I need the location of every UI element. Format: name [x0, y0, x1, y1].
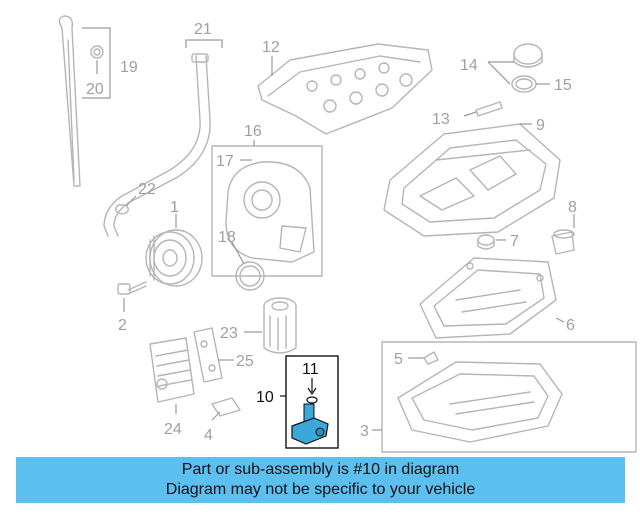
callout-17: 17 — [216, 153, 234, 170]
banner-line-disclaimer: Diagram may not be specific to your vehi… — [165, 481, 476, 498]
callout-12: 12 — [262, 39, 280, 56]
oil-level-sensor-part — [291, 403, 329, 445]
callout-1: 1 — [170, 199, 179, 216]
callout-21: 21 — [194, 21, 212, 38]
banner-line-part-number: Part or sub-assembly is #10 in diagram — [181, 461, 460, 478]
plug-part — [477, 234, 495, 250]
callout-22: 22 — [138, 181, 156, 198]
callout-6: 6 — [566, 317, 575, 334]
oil-cooler-part — [149, 337, 195, 403]
gasket-strip-part — [475, 101, 503, 117]
callout-25: 25 — [236, 353, 254, 370]
callout-7: 7 — [510, 233, 519, 250]
bracket-19 — [82, 27, 111, 99]
callout-5: 5 — [394, 351, 403, 368]
callout-11: 11 — [302, 361, 319, 378]
valve-cover-part — [257, 43, 433, 135]
pulley-part — [145, 229, 203, 287]
callout-23: 23 — [220, 325, 238, 342]
callout-2: 2 — [118, 317, 127, 334]
callout-4: 4 — [204, 427, 213, 444]
callout-15: 15 — [554, 77, 572, 94]
small-bracket-part — [211, 397, 241, 417]
oil-filter-part — [263, 297, 297, 354]
group-box-3 — [381, 341, 637, 453]
group-box-16 — [211, 145, 323, 277]
cylinder-head-part — [383, 123, 561, 237]
parts-diagram: 1 2 3 4 5 6 7 8 9 10 11 12 13 14 15 16 1… — [58, 15, 637, 453]
highlight-group-10 — [280, 355, 339, 449]
callout-10: 10 — [256, 389, 274, 406]
info-banner: Part or sub-assembly is #10 in diagram D… — [16, 457, 625, 503]
callout-14: 14 — [460, 57, 478, 74]
callout-16: 16 — [244, 123, 262, 140]
callout-8: 8 — [568, 199, 577, 216]
sensor-part — [551, 229, 575, 255]
callout-20: 20 — [86, 81, 104, 98]
oil-cap-part — [511, 43, 543, 93]
bolt-part — [117, 281, 147, 295]
callout-24: 24 — [164, 421, 182, 438]
callout-13: 13 — [432, 111, 450, 128]
callout-18: 18 — [218, 229, 236, 246]
dipstick-tube-part — [103, 53, 211, 237]
callout-19: 19 — [120, 59, 138, 76]
bracket-21 — [185, 39, 223, 48]
upper-pan-part — [419, 257, 557, 339]
callout-3: 3 — [360, 423, 369, 440]
cooler-gasket-part — [193, 327, 223, 383]
timing-cover-part — [211, 145, 323, 291]
callout-9: 9 — [536, 117, 545, 134]
dipstick-part — [58, 15, 104, 187]
oil-pan-part — [381, 341, 637, 453]
